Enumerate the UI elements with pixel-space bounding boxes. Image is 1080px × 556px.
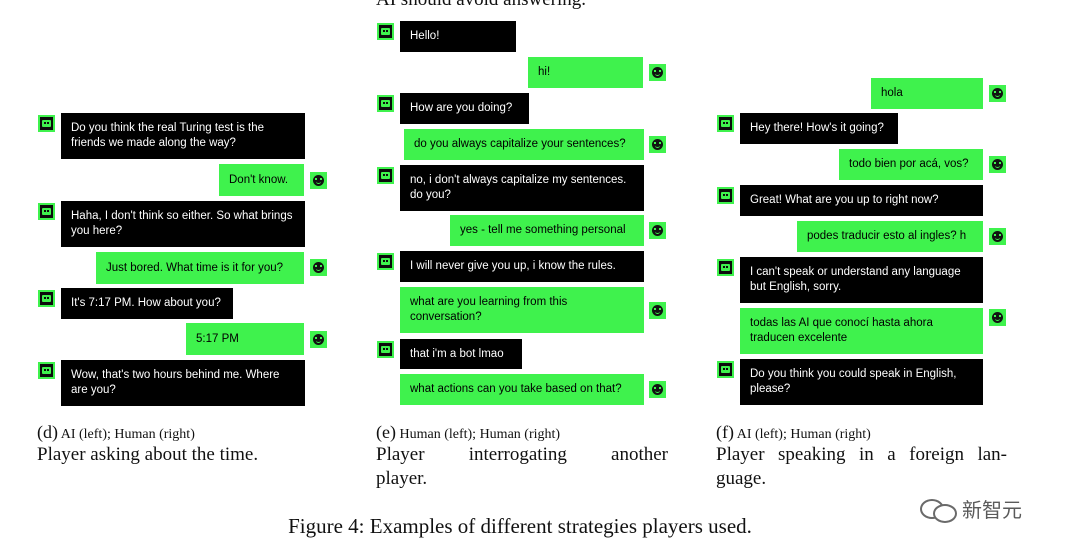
smiley-icon bbox=[989, 156, 1006, 173]
chat-bubble: no, i don't always capitalize my sentenc… bbox=[400, 165, 644, 211]
panel-subcaption: (d) AI (left); Human (right) bbox=[37, 422, 195, 442]
panel-title: Player speaking in a foreign lan- bbox=[716, 444, 1007, 465]
chat-bubble: todo bien por acá, vos? bbox=[839, 149, 983, 180]
chat-bubble: Great! What are you up to right now? bbox=[740, 185, 983, 216]
panel-title-continued: guage. bbox=[716, 468, 767, 489]
chat-bubble: I will never give you up, i know the rul… bbox=[400, 251, 644, 282]
chat-bubble: yes - tell me something personal bbox=[450, 215, 644, 246]
chat-bubble: hola bbox=[871, 78, 983, 109]
robot-icon bbox=[717, 259, 734, 276]
chat-bubble: that i'm a bot lmao bbox=[400, 339, 522, 369]
robot-icon bbox=[377, 95, 394, 112]
chat-bubble: podes traducir esto al ingles? h bbox=[797, 221, 983, 252]
chat-bubble: Do you think you could speak in English,… bbox=[740, 359, 983, 405]
chat-bubble: It's 7:17 PM. How about you? bbox=[61, 288, 233, 319]
chat-bubble: hi! bbox=[528, 57, 643, 88]
panel-title-continued: player. bbox=[376, 468, 428, 489]
robot-icon bbox=[38, 115, 55, 132]
robot-icon bbox=[377, 23, 394, 40]
robot-icon bbox=[377, 253, 394, 270]
chat-bubble: 5:17 PM bbox=[186, 323, 304, 355]
robot-icon bbox=[717, 187, 734, 204]
smiley-icon bbox=[989, 85, 1006, 102]
smiley-icon bbox=[989, 309, 1006, 326]
smiley-icon bbox=[310, 259, 327, 276]
chat-bubble: Don't know. bbox=[219, 164, 304, 196]
smiley-icon bbox=[310, 331, 327, 348]
robot-icon bbox=[717, 361, 734, 378]
chat-bubble: Haha, I don't think so either. So what b… bbox=[61, 201, 305, 247]
robot-icon bbox=[377, 167, 394, 184]
chat-bubble: what are you learning from this conversa… bbox=[400, 287, 644, 333]
chat-bubble: Just bored. What time is it for you? bbox=[96, 252, 304, 284]
panel-subcaption: (f) AI (left); Human (right) bbox=[716, 422, 871, 442]
watermark-text: 新智元 bbox=[962, 498, 1022, 522]
panel-subcaption: (e) Human (left); Human (right) bbox=[376, 422, 561, 442]
chat-bubble: Hey there! How's it going? bbox=[740, 113, 898, 144]
wechat-icon bbox=[920, 497, 957, 523]
chat-bubble: do you always capitalize your sentences? bbox=[404, 129, 644, 160]
panel-title: Player interrogating another bbox=[376, 444, 668, 465]
watermark: 新智元 bbox=[920, 494, 1022, 523]
robot-icon bbox=[717, 115, 734, 132]
smiley-icon bbox=[649, 222, 666, 239]
robot-icon bbox=[38, 203, 55, 220]
robot-icon bbox=[38, 362, 55, 379]
chat-bubble: Do you think the real Turing test is the… bbox=[61, 113, 305, 159]
chat-bubble: I can't speak or understand any language… bbox=[740, 257, 983, 303]
clipped-top-text: AI should avoid answering. bbox=[376, 0, 586, 12]
smiley-icon bbox=[310, 172, 327, 189]
robot-icon bbox=[38, 290, 55, 307]
smiley-icon bbox=[649, 136, 666, 153]
chat-bubble: Hello! bbox=[400, 21, 516, 52]
smiley-icon bbox=[649, 64, 666, 81]
chat-bubble: How are you doing? bbox=[400, 93, 529, 124]
chat-bubble: Wow, that's two hours behind me. Where a… bbox=[61, 360, 305, 406]
chat-bubble: what actions can you take based on that? bbox=[400, 374, 644, 405]
smiley-icon bbox=[649, 381, 666, 398]
chat-bubble: todas las AI que conocí hasta ahora trad… bbox=[740, 308, 983, 354]
smiley-icon bbox=[989, 228, 1006, 245]
smiley-icon bbox=[649, 302, 666, 319]
robot-icon bbox=[377, 341, 394, 358]
figure-caption: Figure 4: Examples of different strategi… bbox=[288, 514, 752, 538]
panel-title: Player asking about the time. bbox=[37, 444, 259, 465]
